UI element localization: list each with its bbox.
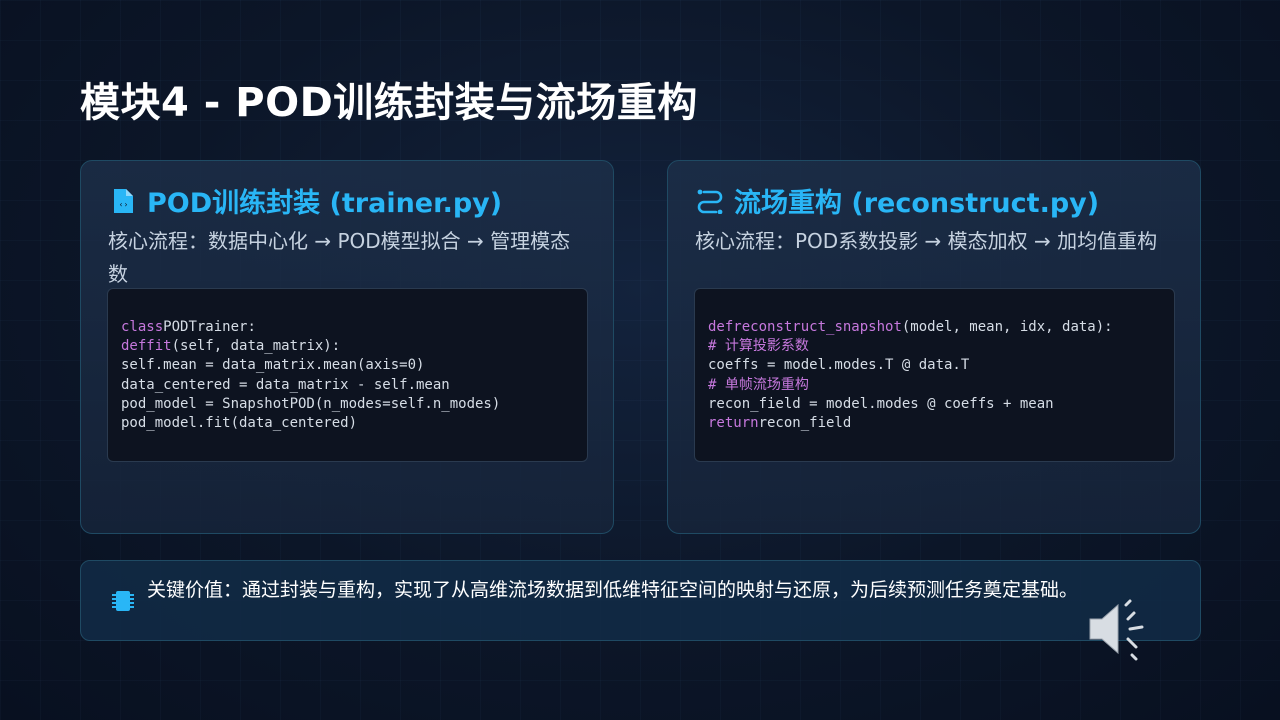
chip-icon <box>111 588 135 618</box>
trainer-card: ‹› POD训练封装 (trainer.py) 核心流程：数据中心化 → POD… <box>80 160 614 534</box>
code-text: self.mean = data_matrix.mean(axis=0) <box>121 357 425 374</box>
code-text: recon_field = model.modes @ coeffs + mea… <box>708 395 1054 412</box>
code-line: # 计算投影系数 <box>708 337 1161 356</box>
code-keyword: return <box>708 415 759 432</box>
code-keyword: class <box>121 319 164 335</box>
key-value-bar: 关键价值：通过封装与重构，实现了从高维流场数据到低维特征空间的映射与还原，为后续… <box>80 560 1201 641</box>
code-file-icon: ‹› <box>109 187 137 215</box>
trainer-flow-text: 核心流程：数据中心化 → POD模型拟合 → 管理模态数 <box>108 229 571 286</box>
code-text: pod_model.fit(data_centered) <box>121 415 358 432</box>
code-function-name: reconstruct_snapshot <box>733 319 902 335</box>
code-text: (model, mean, idx, data): <box>901 319 1113 335</box>
code-text: data_centered = data_matrix - self.mean <box>121 376 450 393</box>
code-line: coeffs = model.modes.T @ data.T <box>708 356 1161 375</box>
code-line: # 单帧流场重构 <box>708 376 1161 395</box>
code-line: data_centered = data_matrix - self.mean <box>121 376 574 395</box>
code-line: deffit(self, data_matrix): <box>121 337 574 356</box>
code-keyword: def <box>121 338 147 355</box>
reconstruct-flow-text: 核心流程：POD系数投影 → 模态加权 → 加均值重构 <box>695 229 1158 253</box>
code-line: returnrecon_field <box>708 414 1161 433</box>
reconstruct-card: 流场重构 (reconstruct.py) 核心流程：POD系数投影 → 模态加… <box>667 160 1201 534</box>
code-comment: # 单帧流场重构 <box>708 376 809 393</box>
key-value-text: 关键价值：通过封装与重构，实现了从高维流场数据到低维特征空间的映射与还原，为后续… <box>147 579 1079 601</box>
code-line: recon_field = model.modes @ coeffs + mea… <box>708 395 1161 414</box>
slide-title: 模块4 - POD训练封装与流场重构 <box>80 80 698 126</box>
code-keyword: def <box>708 319 734 335</box>
reconstruct-card-title: 流场重构 (reconstruct.py) <box>734 188 1100 219</box>
code-text: coeffs = model.modes.T @ data.T <box>708 357 970 374</box>
trainer-code-block: classPODTrainer:deffit(self, data_matrix… <box>107 288 588 462</box>
code-comment: # 计算投影系数 <box>708 338 809 355</box>
route-icon <box>696 187 724 215</box>
trainer-card-header: ‹› POD训练封装 (trainer.py) <box>109 181 502 220</box>
code-text: pod_model = SnapshotPOD(n_modes=self.n_m… <box>121 395 501 412</box>
speaker-icon[interactable] <box>1086 597 1150 665</box>
code-text: (self, data_matrix): <box>171 338 341 355</box>
reconstruct-code-block: defreconstruct_snapshot(model, mean, idx… <box>694 288 1175 462</box>
code-line: defreconstruct_snapshot(model, mean, idx… <box>708 318 1161 337</box>
code-line: pod_model = SnapshotPOD(n_modes=self.n_m… <box>121 395 574 414</box>
trainer-card-title: POD训练封装 (trainer.py) <box>147 188 503 219</box>
code-function-name: fit <box>146 338 172 355</box>
reconstruct-card-header: 流场重构 (reconstruct.py) <box>696 181 1099 220</box>
code-text: recon_field <box>758 415 852 432</box>
code-line: pod_model.fit(data_centered) <box>121 414 574 433</box>
code-line: self.mean = data_matrix.mean(axis=0) <box>121 356 574 375</box>
svg-text:‹›: ‹› <box>119 200 129 209</box>
code-text: PODTrainer: <box>163 319 256 335</box>
code-line: classPODTrainer: <box>121 318 574 337</box>
